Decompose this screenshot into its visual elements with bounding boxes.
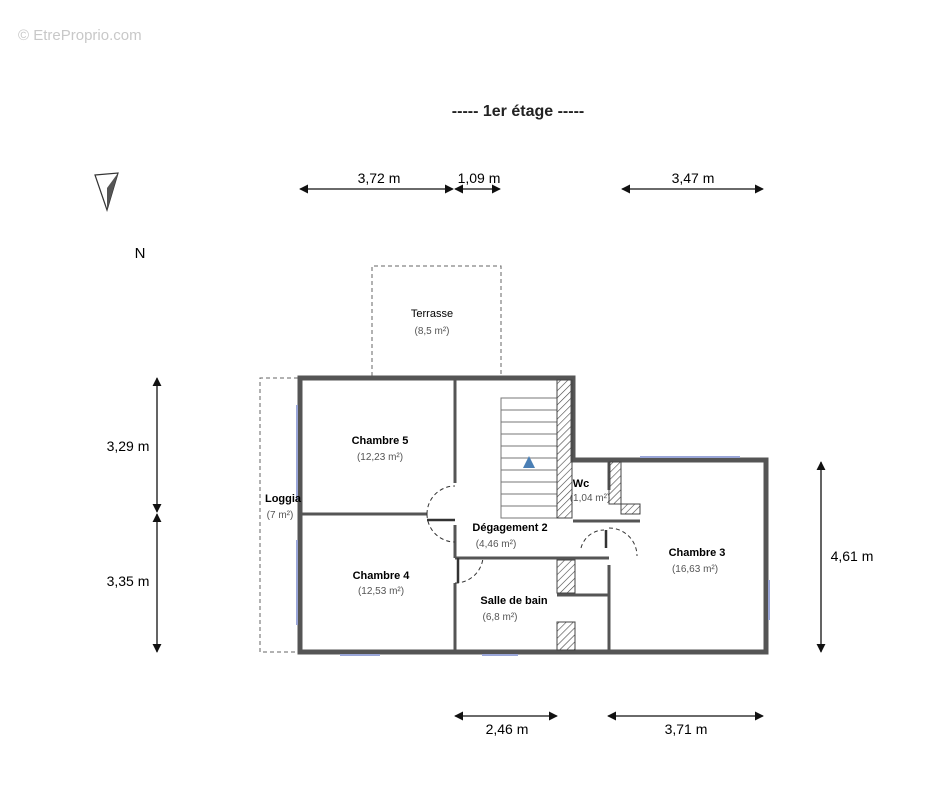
door-leaves (427, 518, 608, 583)
room-name-chambre3: Chambre 3 (669, 547, 726, 559)
room-area-sdb: (6,8 m²) (483, 612, 518, 623)
dimension-label: 3,72 m (358, 170, 401, 186)
doors (426, 485, 638, 584)
windows (296, 405, 770, 656)
room-area-wc: (1,04 m²) (570, 493, 611, 504)
stair-direction-icon (523, 456, 535, 468)
hatched-wall (608, 461, 622, 505)
room-area-chambre4: (12,53 m²) (358, 586, 404, 597)
dimension-label: 2,46 m (486, 721, 529, 737)
room-name-wc: Wc (573, 478, 590, 490)
room-name-loggia: Loggia (265, 493, 302, 505)
room-area-loggia: (7 m²) (267, 510, 294, 521)
room-area-chambre3: (16,63 m²) (672, 564, 718, 575)
room-name-sdb: Salle de bain (480, 595, 548, 607)
room-area-chambre5: (12,23 m²) (357, 452, 403, 463)
dimension-top-left: 3,72 m (299, 170, 454, 194)
room-name-terrasse: Terrasse (411, 308, 453, 320)
dimension-top-mid: 1,09 m (454, 170, 501, 194)
dimension-label: 4,61 m (831, 548, 874, 564)
walls (297, 375, 769, 655)
compass-label: N (135, 245, 146, 262)
hatched-wall (556, 559, 576, 594)
dimension-label: 3,29 m (107, 438, 150, 454)
hatched-wall (556, 621, 576, 651)
dimension-left-lower: 3,35 m (107, 513, 162, 653)
loggia-outline (259, 377, 298, 653)
room-name-chambre5: Chambre 5 (352, 435, 409, 447)
room-area-degagement: (4,46 m²) (476, 539, 517, 550)
dimension-label: 3,47 m (672, 170, 715, 186)
room-name-degagement: Dégagement 2 (472, 522, 547, 534)
watermark: © EtreProprio.com (18, 27, 142, 44)
dimension-right: 4,61 m (816, 461, 874, 653)
dimension-bottom-right: 3,71 m (607, 711, 764, 737)
hatched-wall (556, 379, 573, 519)
floor-title: ----- 1er étage ----- (452, 103, 584, 120)
terrasse-outline (371, 265, 502, 376)
dimension-left-upper: 3,29 m (107, 377, 162, 513)
interior-walls (300, 378, 640, 652)
dimension-bottom-left: 2,46 m (454, 711, 558, 737)
room-area-terrasse: (8,5 m²) (415, 326, 450, 337)
hatched-wall (620, 503, 641, 515)
north-arrow-icon (94, 172, 119, 212)
dimension-label: 3,35 m (107, 573, 150, 589)
dimension-label: 1,09 m (458, 170, 501, 186)
dimension-label: 3,71 m (665, 721, 708, 737)
room-name-chambre4: Chambre 4 (353, 570, 411, 582)
dimension-top-right: 3,47 m (621, 170, 764, 194)
